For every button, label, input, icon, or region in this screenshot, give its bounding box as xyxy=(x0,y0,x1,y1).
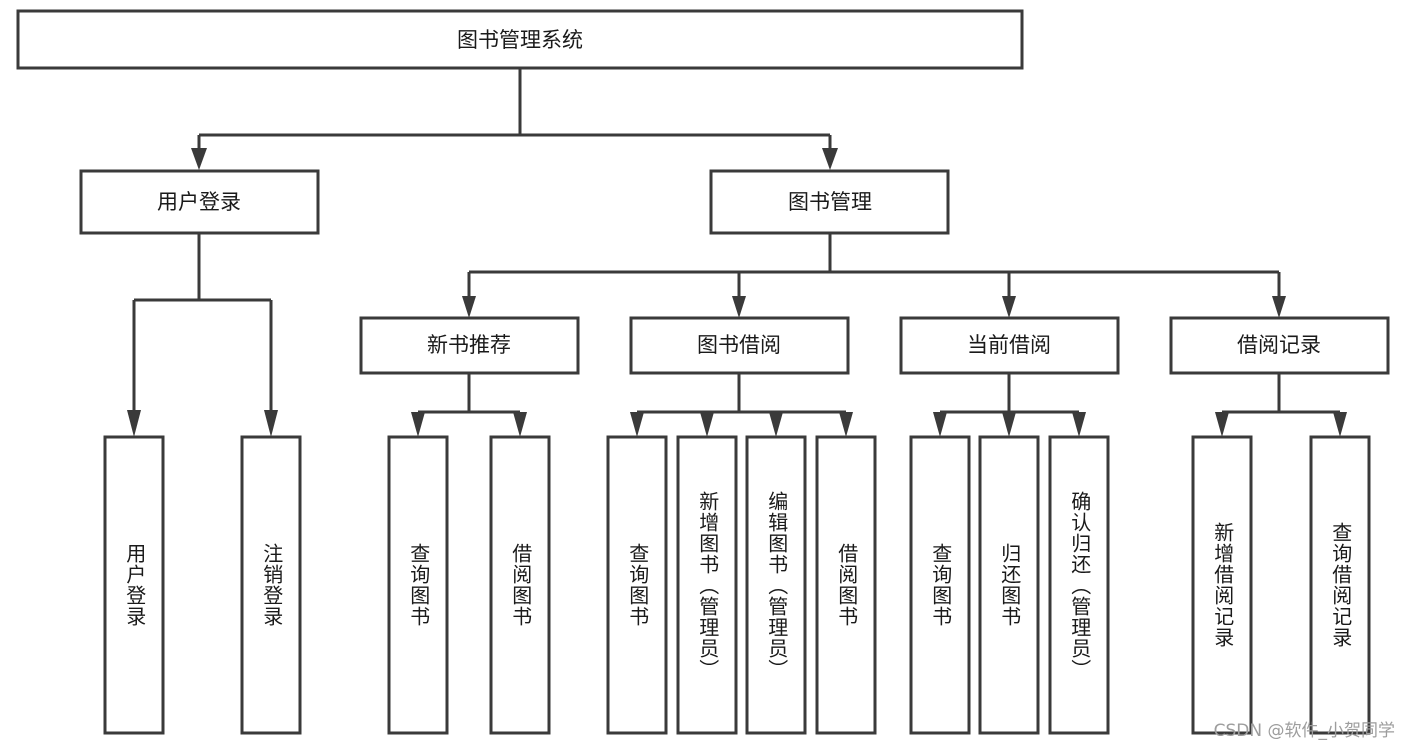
node-user-login-box[interactable] xyxy=(79,169,320,235)
leaf-box-query-book-3[interactable] xyxy=(909,435,971,735)
node-root-label: 图书管理系统 xyxy=(457,28,583,52)
arrowhead-tsjy-leaf-2 xyxy=(700,412,714,437)
arrowhead-current-borrow xyxy=(1002,296,1016,318)
leaf-box-add-book-admin[interactable] xyxy=(676,435,738,735)
node-root[interactable]: 图书管理系统 xyxy=(16,9,1024,70)
arrowhead-tsjy-leaf-3 xyxy=(769,412,783,437)
node-book-borrow-box[interactable] xyxy=(629,316,850,375)
leaf-box-confirm-return-admin[interactable] xyxy=(1048,435,1110,735)
arrowhead-borrow-record xyxy=(1272,296,1286,318)
arrowhead-dqjy-leaf-1 xyxy=(933,412,947,437)
node-book-management-box[interactable] xyxy=(709,169,950,235)
node-user-login-label: 用户登录 xyxy=(157,190,241,214)
arrowhead-dqjy-leaf-3 xyxy=(1072,412,1086,437)
leaf-box-return-book[interactable] xyxy=(978,435,1040,735)
leaf-box-edit-book-admin[interactable] xyxy=(745,435,807,735)
connectors xyxy=(127,68,1347,437)
node-current-borrow-label: 当前借阅 xyxy=(967,333,1051,357)
arrowhead-jyjl-leaf-1 xyxy=(1215,412,1229,437)
node-book-management-label: 图书管理 xyxy=(788,190,872,214)
node-new-book-recommend-label: 新书推荐 xyxy=(427,333,511,357)
node-book-borrow[interactable]: 图书借阅 xyxy=(629,316,850,375)
arrowhead-nbr-leaf-1 xyxy=(411,412,425,437)
leaf-boxes xyxy=(103,435,1371,735)
node-borrow-record[interactable]: 借阅记录 xyxy=(1169,316,1390,375)
node-borrow-record-label: 借阅记录 xyxy=(1237,333,1321,357)
node-current-borrow-box[interactable] xyxy=(899,316,1120,375)
node-user-login[interactable]: 用户登录 xyxy=(79,169,320,235)
leaf-box-borrow-book-1[interactable] xyxy=(489,435,551,735)
node-current-borrow[interactable]: 当前借阅 xyxy=(899,316,1120,375)
watermark: CSDN @软件_小贺同学 xyxy=(1213,721,1395,741)
arrowhead-book-mgmt xyxy=(822,148,838,170)
leaf-box-query-book-2[interactable] xyxy=(606,435,668,735)
arrowhead-jyjl-leaf-2 xyxy=(1333,412,1347,437)
leaf-box-borrow-book-2[interactable] xyxy=(815,435,877,735)
leaf-box-logout[interactable] xyxy=(240,435,302,735)
arrowhead-tsjy-leaf-1 xyxy=(630,412,644,437)
arrowhead-user-login xyxy=(191,148,207,170)
node-borrow-record-box[interactable] xyxy=(1169,316,1390,375)
arrowhead-book-borrow xyxy=(732,296,746,318)
arrowhead-dqjy-leaf-2 xyxy=(1002,412,1016,437)
arrowhead-leaf-logout xyxy=(264,410,278,437)
arrowhead-nbr-leaf-2 xyxy=(513,412,527,437)
node-new-book-recommend-box[interactable] xyxy=(359,316,580,375)
node-book-management[interactable]: 图书管理 xyxy=(709,169,950,235)
leaf-box-query-book-1[interactable] xyxy=(387,435,449,735)
arrowhead-tsjy-leaf-4 xyxy=(839,412,853,437)
node-book-borrow-label: 图书借阅 xyxy=(697,333,781,357)
node-new-book-recommend[interactable]: 新书推荐 xyxy=(359,316,580,375)
arrowhead-new-book-rec xyxy=(462,296,476,318)
leaf-box-query-borrow-record[interactable] xyxy=(1309,435,1371,735)
node-root-box[interactable] xyxy=(16,9,1024,70)
leaf-box-add-borrow-record[interactable] xyxy=(1191,435,1253,735)
leaf-box-user-login[interactable] xyxy=(103,435,165,735)
arrowhead-leaf-user-login xyxy=(127,410,141,437)
